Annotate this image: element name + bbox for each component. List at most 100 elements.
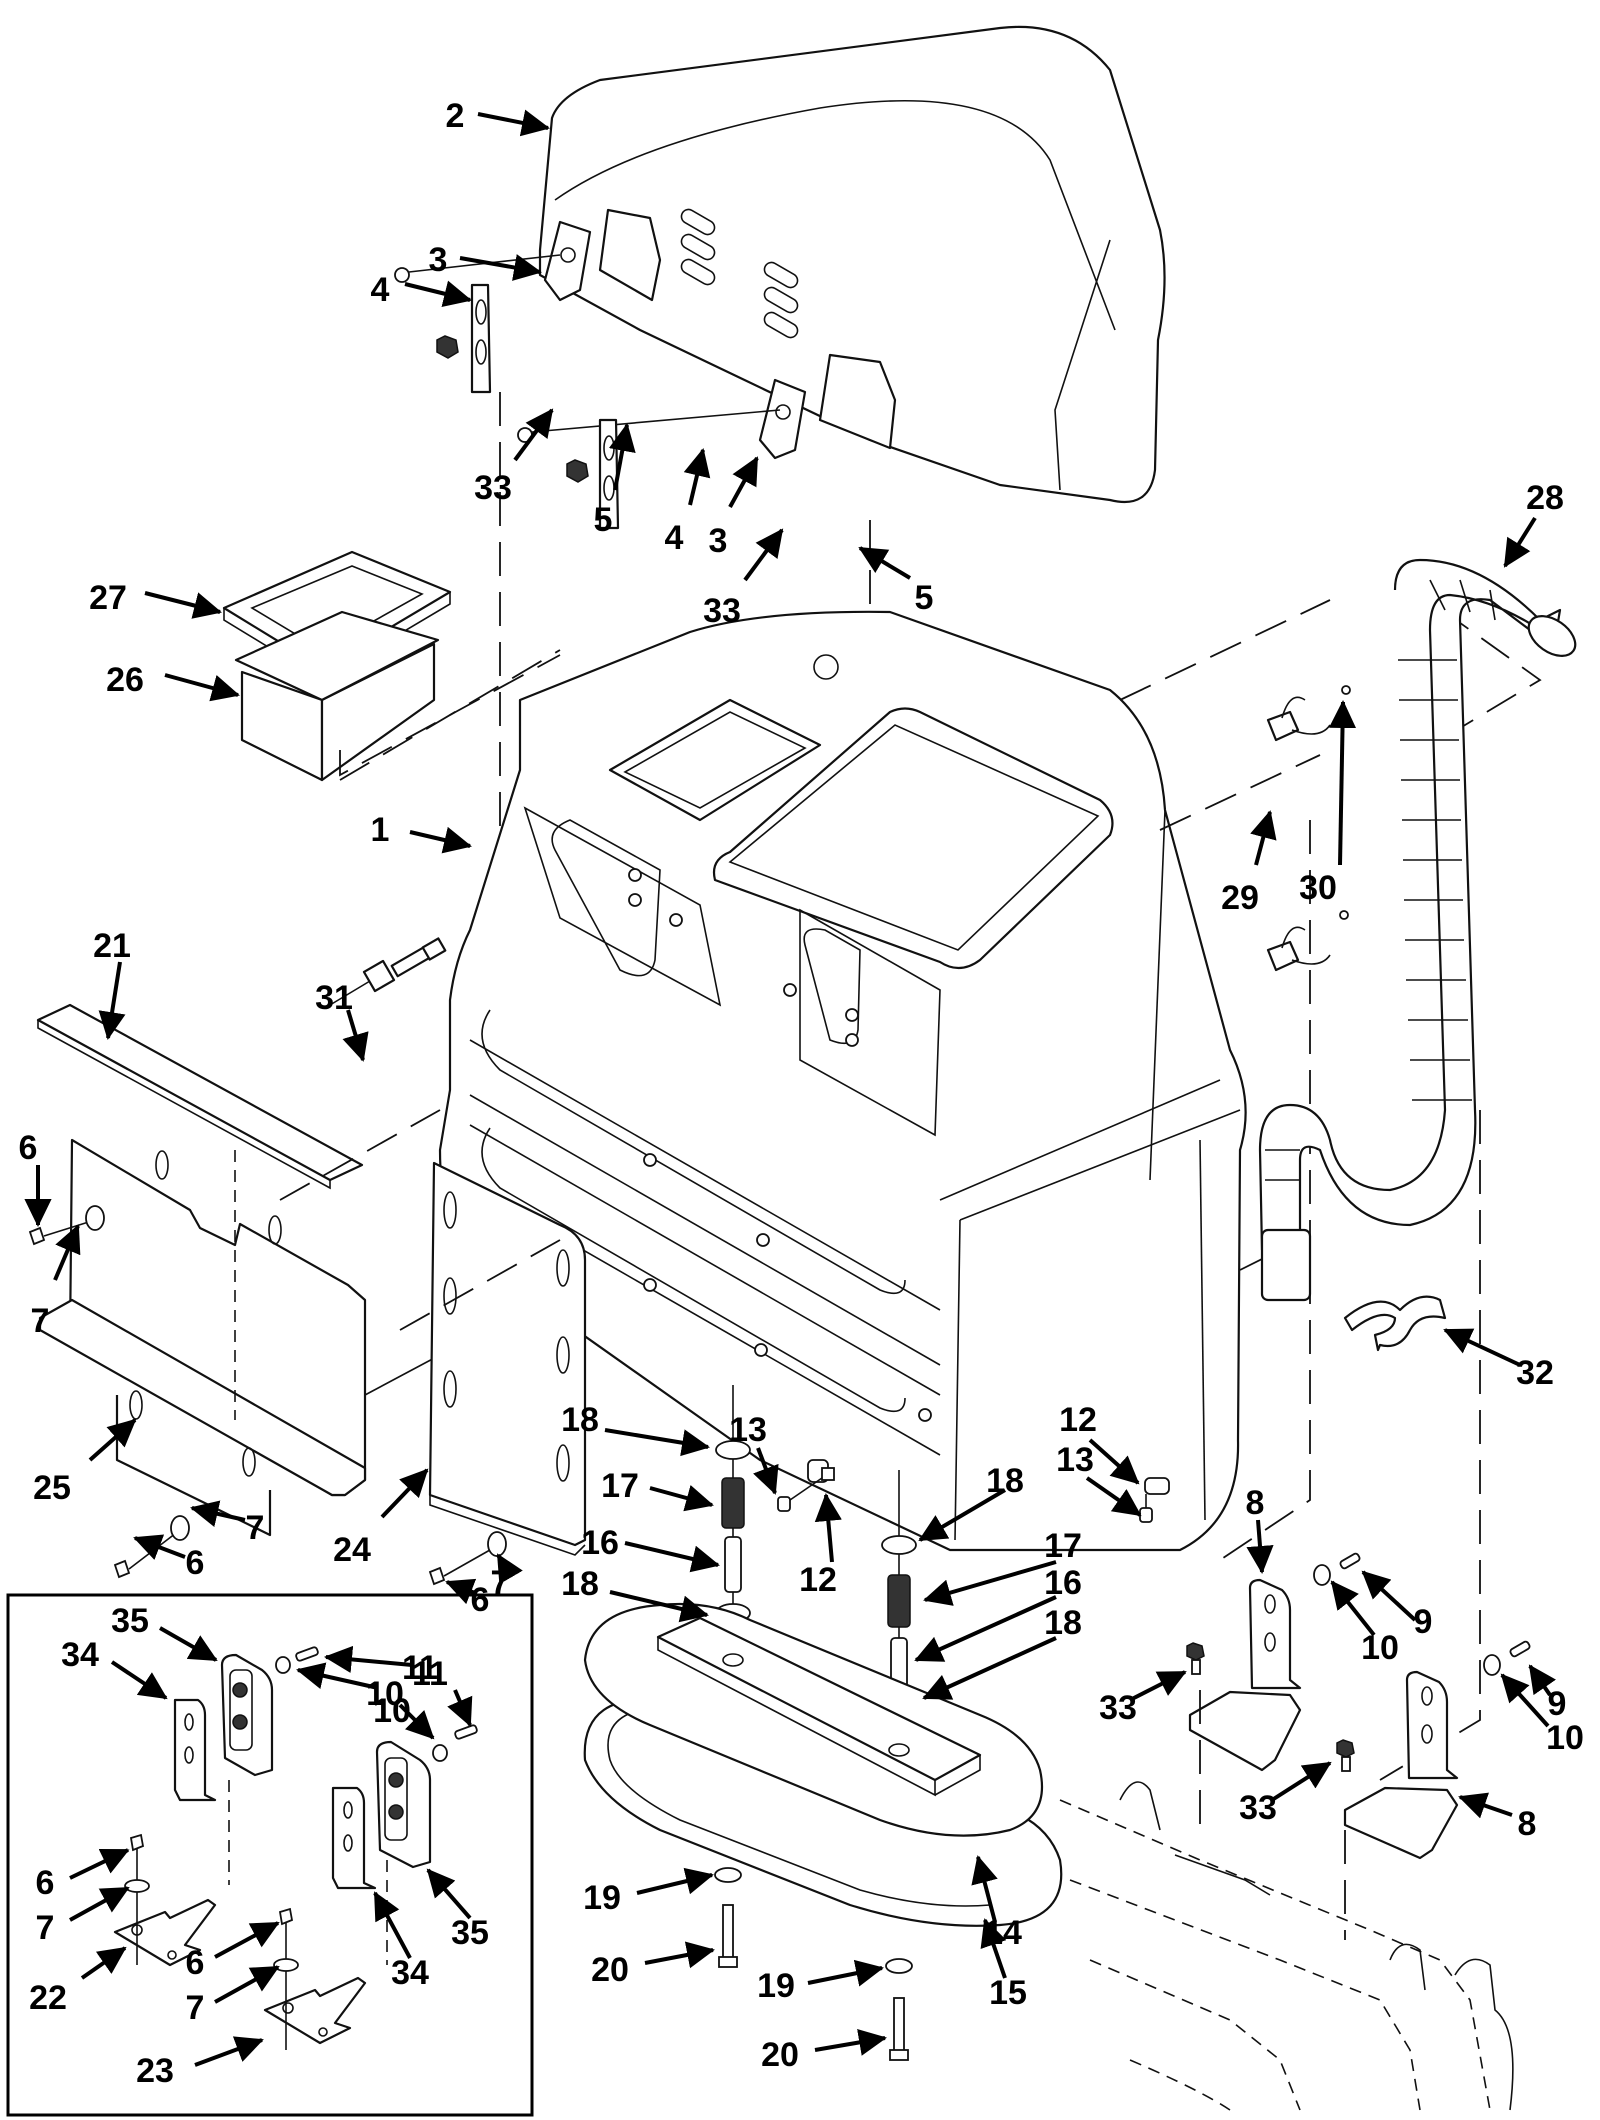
flange-nut-right[interactable] [566, 459, 589, 483]
callout-hose: 28 [1503, 479, 1564, 568]
callout-cable-clamp: 12 [799, 1493, 842, 1599]
latch-strike-left[interactable] [470, 283, 492, 394]
bolt-20-b[interactable] [889, 1997, 909, 2061]
callout-label: 24 [333, 1531, 371, 1569]
bolt-6-e[interactable] [278, 1907, 294, 1926]
hinge-base-22[interactable] [113, 1780, 230, 1967]
hinge-leaf-34-b[interactable] [331, 1786, 377, 1890]
seal-strip-21[interactable] [36, 1003, 364, 1190]
washer-18-a[interactable] [715, 1440, 751, 1460]
hinge-block-35-b[interactable] [375, 1740, 432, 1869]
callout-arrow [922, 1636, 1057, 1700]
callout-label: 35 [451, 1914, 489, 1952]
hinge-leaf-34-a[interactable] [173, 1698, 217, 1802]
washer-7-c[interactable] [487, 1531, 507, 1557]
callout-label: 8 [1246, 1484, 1265, 1522]
hinge-8-b[interactable] [1343, 1670, 1459, 1940]
callout-label: 25 [33, 1469, 71, 1507]
callout-hinge-leaf: 34 [61, 1636, 168, 1700]
flange-nut-left[interactable] [436, 335, 459, 359]
callout-bumper-ring: 15 [980, 1918, 1027, 2012]
hose-clip-29-top[interactable] [1266, 696, 1331, 742]
cable-clamp-12-a[interactable] [807, 1459, 835, 1483]
callout-label: 20 [591, 1951, 629, 1989]
latch-bracket-right[interactable] [758, 378, 807, 460]
callout-filter: 26 [106, 661, 240, 702]
flange-bolt-33-d[interactable] [1336, 1739, 1355, 1772]
hinge-base-23[interactable] [263, 1860, 388, 2050]
cable-clamp-12-b[interactable] [1144, 1477, 1170, 1495]
callout-label: 11 [402, 1649, 438, 1687]
hose-holder-32[interactable] [1343, 1295, 1447, 1352]
rivet-30-top[interactable] [1341, 685, 1351, 695]
callout-label: 3 [709, 522, 728, 560]
callout-pin: 11 [412, 1655, 473, 1727]
washer-7-b[interactable] [170, 1515, 190, 1541]
callout-label: 29 [1221, 879, 1259, 917]
rivet-30-bottom[interactable] [1339, 910, 1349, 920]
hinge-block-35-a[interactable] [220, 1653, 274, 1777]
callout-arrow [636, 1867, 714, 1895]
screw-4-right[interactable] [517, 409, 781, 443]
filter-26[interactable] [234, 610, 440, 782]
tank-body[interactable] [438, 610, 1247, 1552]
float-plate-14[interactable] [583, 1602, 1044, 1837]
washer-10-a[interactable] [1313, 1564, 1331, 1586]
callout-label: 6 [36, 1864, 55, 1902]
callout-arrow [398, 1703, 435, 1740]
washer-7-e[interactable] [273, 1958, 299, 1972]
hinge-8-a[interactable] [1188, 1578, 1302, 1840]
callout-hinge: 8 [1458, 1792, 1536, 1843]
callout-label: 16 [581, 1524, 619, 1562]
sensor-31[interactable] [329, 937, 447, 1006]
washer-7-d[interactable] [124, 1879, 150, 1893]
callout-label: 9 [1548, 1685, 1567, 1723]
spacer-16-a[interactable] [724, 1536, 742, 1593]
callout-washer: 10 [373, 1692, 435, 1740]
flange-bolt-33-c[interactable] [1186, 1642, 1205, 1675]
callout-washer: 18 [561, 1401, 710, 1457]
washer-7-a[interactable] [85, 1205, 105, 1231]
callout-bolt: 20 [591, 1941, 715, 1989]
spring-17-a[interactable] [721, 1477, 745, 1529]
mounting-plate-24[interactable] [399, 1161, 587, 1556]
callout-pin: 9 [1528, 1664, 1567, 1723]
latch-bracket-left[interactable] [543, 220, 592, 302]
bolt-20-a[interactable] [718, 1904, 738, 1968]
washer-10-c[interactable] [275, 1656, 291, 1674]
callout-label: 17 [1044, 1527, 1082, 1565]
pin-9-b[interactable] [1509, 1640, 1531, 1658]
bolt-6-d[interactable] [129, 1833, 145, 1852]
mounting-bracket-25[interactable] [38, 1138, 441, 1537]
callout-pin: 11 [324, 1645, 438, 1687]
pin-11-b[interactable] [454, 1724, 478, 1740]
pin-11-a[interactable] [295, 1646, 319, 1662]
hose-28[interactable] [1258, 558, 1582, 1302]
washer-10-b[interactable] [1483, 1654, 1501, 1676]
callout-mounting-bracket: 25 [33, 1418, 137, 1507]
bolt-6-c[interactable] [428, 1545, 498, 1586]
bolt-6-b[interactable] [113, 1529, 181, 1579]
pin-9-a[interactable] [1339, 1552, 1361, 1570]
bumper-ring-15[interactable] [583, 1697, 1063, 1927]
callout-label: 31 [315, 979, 353, 1017]
callout-arrow [980, 1918, 1007, 1979]
callout-arrow [164, 673, 240, 702]
washer-18-c[interactable] [881, 1535, 917, 1555]
washer-19-b[interactable] [885, 1958, 913, 1974]
callout-arrow [918, 1488, 1007, 1542]
callout-arrow [1528, 1664, 1556, 1697]
callout-label: 30 [1299, 869, 1337, 907]
callout-label: 6 [186, 1544, 205, 1582]
hose-clip-29-bottom[interactable] [1266, 926, 1331, 972]
callout-arrow [513, 408, 554, 462]
callout-flange-nut: 33 [474, 408, 554, 507]
screw-13-a[interactable] [777, 1477, 823, 1512]
callout-arrow [296, 1662, 379, 1690]
cover-part[interactable] [538, 25, 1166, 504]
callout-arrow [1250, 810, 1277, 866]
callout-washer: 18 [922, 1604, 1082, 1700]
washer-19-a[interactable] [714, 1867, 742, 1883]
washer-10-d[interactable] [432, 1744, 448, 1762]
spring-17-b[interactable] [887, 1574, 911, 1628]
